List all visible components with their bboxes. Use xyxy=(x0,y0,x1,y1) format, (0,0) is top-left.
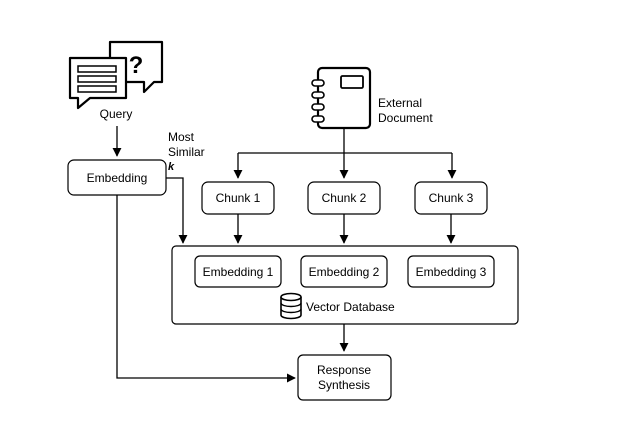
document-label-line1: External xyxy=(378,96,422,110)
chunk-label-2: Chunk 2 xyxy=(322,191,367,205)
chunk-label-3: Chunk 3 xyxy=(429,191,474,205)
similar-label: Similar xyxy=(168,145,205,159)
chunk-embedding-label-2: Embedding 2 xyxy=(309,265,380,279)
chunk-embedding-box-2 xyxy=(300,255,388,288)
arrow-retrieval xyxy=(166,177,188,244)
vector-database-label: Vector Database xyxy=(306,300,395,314)
notebook-icon xyxy=(311,66,372,130)
database-icon xyxy=(280,292,302,320)
chunk-embedding-label-1: Embedding 1 xyxy=(203,265,274,279)
response-label-line1: Response xyxy=(317,363,371,377)
chunk-embedding-box-3 xyxy=(407,255,495,288)
k-label: k xyxy=(168,161,175,173)
chunk-embedding-label-3: Embedding 3 xyxy=(416,265,487,279)
question-mark: ? xyxy=(129,52,144,79)
query-label: Query xyxy=(100,107,133,121)
most-label: Most xyxy=(168,130,195,144)
query-embedding-label: Embedding xyxy=(87,171,148,185)
chat-bubbles-icon: ? xyxy=(68,40,164,110)
response-synthesis-box xyxy=(297,354,392,401)
response-label-line2: Synthesis xyxy=(318,378,370,392)
chunk-label-1: Chunk 1 xyxy=(216,191,261,205)
chunk-embedding-box-1 xyxy=(194,255,282,288)
document-label-line2: Document xyxy=(378,111,433,125)
arrow-embedding-to-response xyxy=(116,195,296,383)
